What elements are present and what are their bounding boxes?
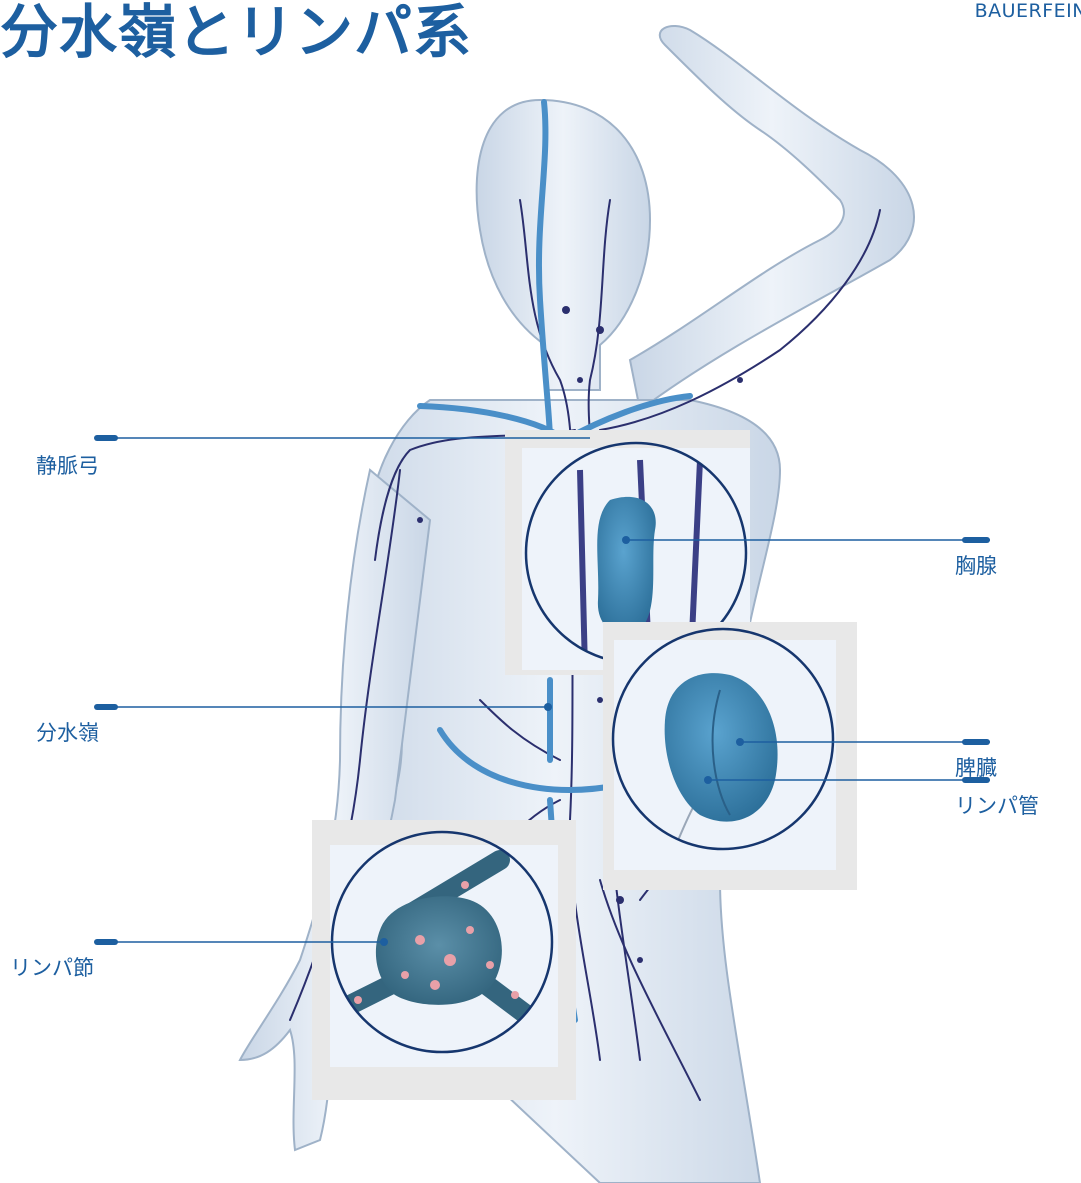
label-watershed: 分水嶺 [36,717,99,747]
brand-logo: BAUERFEIN [975,0,1081,22]
label-thymus: 胸腺 [955,550,997,580]
spleen-inset [603,622,857,890]
thymus-organ [597,497,656,634]
lymph-node-organ [376,896,502,1005]
raised-arm [630,26,914,410]
label-lymph-vessel: リンパ管 [955,790,1039,820]
page-title: 分水嶺とリンパ系 [0,0,472,68]
lymph-node-inset [312,820,576,1100]
label-venous-angle: 静脈弓 [36,450,99,480]
head [477,100,650,390]
label-lymph-node: リンパ節 [10,952,94,982]
label-spleen: 脾臓 [955,752,997,782]
